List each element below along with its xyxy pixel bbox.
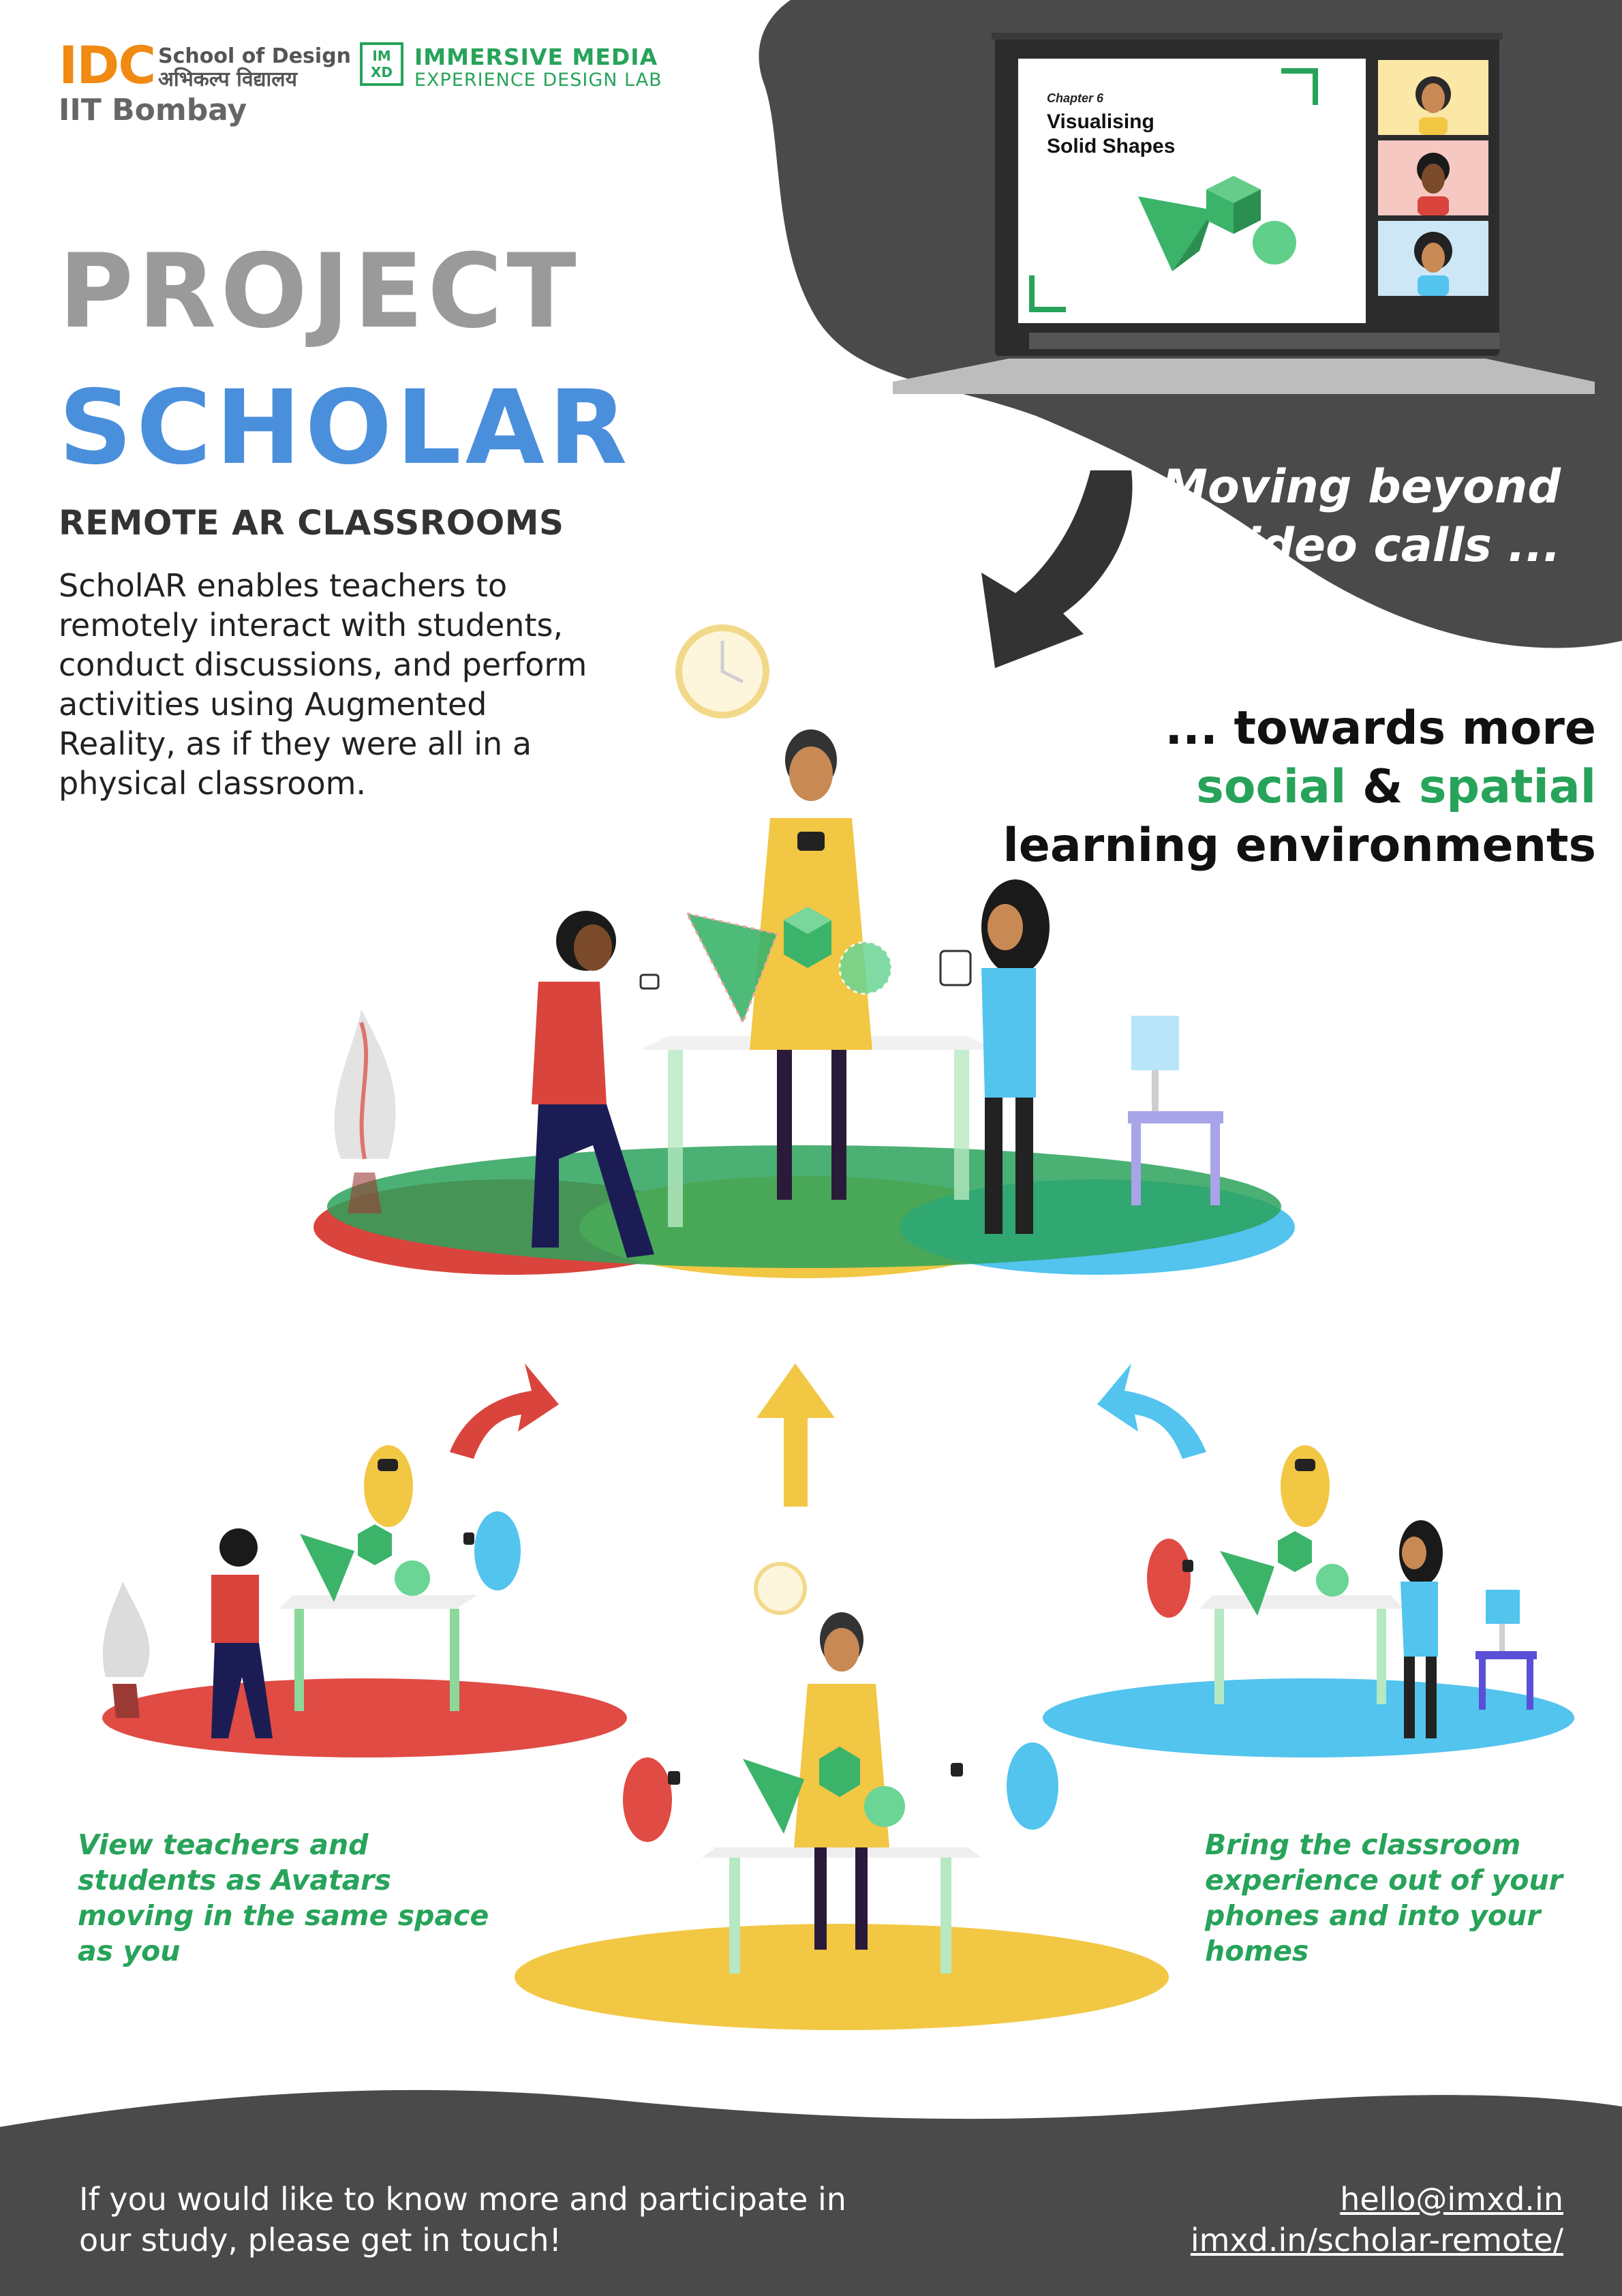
ampersand: & — [1362, 760, 1403, 814]
lamp-icon — [1128, 1016, 1223, 1205]
small-cone-icon — [743, 1759, 804, 1834]
slide-chapter: Chapter 6 — [1047, 91, 1104, 105]
plant-icon — [334, 1009, 396, 1213]
converging-arrows — [450, 1363, 1206, 1507]
down-arrow-icon — [981, 470, 1133, 668]
avatar-cyan-icon — [951, 1742, 1058, 1830]
description: ScholAR enables teachers to remotely int… — [59, 567, 587, 802]
idc-line1: School of Design — [158, 44, 352, 68]
sphere-shape-icon — [1253, 221, 1296, 265]
idc-mark: IDC — [59, 35, 156, 95]
student-girl-small — [1399, 1520, 1443, 1738]
footer-message: If you would like to know more and parti… — [79, 2181, 846, 2259]
idc-line2: अभिकल्प विद्यालय — [158, 67, 298, 91]
avatar-yellow-icon — [364, 1445, 413, 1527]
student-girl-figure — [939, 879, 1050, 1234]
idc-school-name: School of Design अभिकल्प विद्यालय — [158, 45, 351, 91]
red-arrow-icon — [450, 1363, 559, 1459]
towards-line1: ... towards more — [1165, 701, 1596, 755]
avatar-red-icon — [623, 1757, 680, 1842]
caption-avatars: View teachers and students as Avatars mo… — [78, 1828, 489, 1967]
lamp-icon — [1475, 1590, 1537, 1710]
imxd-logo: IM XD IMMERSIVE MEDIA EXPERIENCE DESIGN … — [360, 42, 662, 91]
slide-title-line2: Solid Shapes — [1047, 135, 1175, 157]
participant-2-avatar — [1417, 153, 1450, 215]
title-scholar: SCHOLAR — [59, 369, 632, 487]
title-project: PROJECT — [59, 232, 581, 351]
ar-cone-icon — [685, 911, 779, 1025]
small-cone-icon — [1220, 1551, 1274, 1616]
caption-homes: Bring the classroom experience out of yo… — [1205, 1828, 1563, 1967]
avatar-yellow-icon — [1281, 1445, 1330, 1527]
ar-sphere-icon — [838, 941, 893, 995]
avatar-cyan-icon — [463, 1511, 521, 1590]
subtitle: REMOTE AR CLASSROOMS — [59, 503, 564, 543]
participant-1-avatar — [1416, 76, 1451, 135]
left-home-scene — [102, 1445, 627, 1757]
right-home-scene — [1043, 1445, 1574, 1757]
cube-shape-icon — [1206, 176, 1261, 234]
imxd-box-icon: IM XD — [360, 42, 403, 86]
avatar-red-icon — [1147, 1539, 1193, 1618]
moving-line2: video calls ... — [1214, 519, 1561, 573]
moving-beyond-tagline: Moving beyond video calls ... — [1161, 458, 1561, 575]
plant-icon — [102, 1582, 150, 1718]
cone-shape-icon — [1138, 196, 1213, 271]
social-word: social — [1196, 760, 1347, 814]
small-sphere-icon — [864, 1786, 905, 1827]
ar-cube-icon — [784, 907, 831, 968]
towards-line3: learning environments — [1003, 819, 1596, 873]
cyan-arrow-icon — [1097, 1363, 1206, 1459]
central-classroom-scene — [313, 624, 1295, 1278]
footer-wave — [0, 2089, 1622, 2296]
participant-3-avatar — [1414, 232, 1452, 296]
email-link[interactable]: hello@imxd.in — [1340, 2181, 1563, 2218]
small-cube-icon — [358, 1524, 392, 1565]
towards-line2: social & spatial — [1003, 758, 1596, 817]
imxd-subtitle: EXPERIENCE DESIGN LAB — [414, 70, 662, 91]
small-cube-icon — [819, 1747, 860, 1797]
small-cube-icon — [1278, 1531, 1312, 1572]
website-link[interactable]: imxd.in/scholar-remote/ — [1190, 2222, 1563, 2259]
moving-line1: Moving beyond — [1161, 460, 1561, 514]
iit-bombay-label: IIT Bombay — [59, 93, 247, 127]
idc-logo: IDC School of Design अभिकल्प विद्यालय II… — [59, 35, 351, 128]
yellow-arrow-icon — [756, 1363, 835, 1507]
student-boy-figure — [532, 911, 660, 1258]
small-cone-icon — [300, 1534, 354, 1602]
small-clock-icon — [754, 1562, 807, 1615]
middle-home-scene — [515, 1562, 1169, 2030]
imxd-title: IMMERSIVE MEDIA — [414, 44, 658, 70]
small-sphere-icon — [395, 1560, 430, 1596]
student-boy-small — [211, 1528, 273, 1738]
towards-tagline: ... towards more social & spatial learni… — [1003, 699, 1596, 875]
spatial-word: spatial — [1418, 760, 1596, 814]
laptop-illustration: Chapter 6 Visualising Solid Shapes — [893, 33, 1595, 394]
slide-title-line1: Visualising — [1047, 110, 1154, 133]
small-sphere-icon — [1316, 1564, 1349, 1597]
